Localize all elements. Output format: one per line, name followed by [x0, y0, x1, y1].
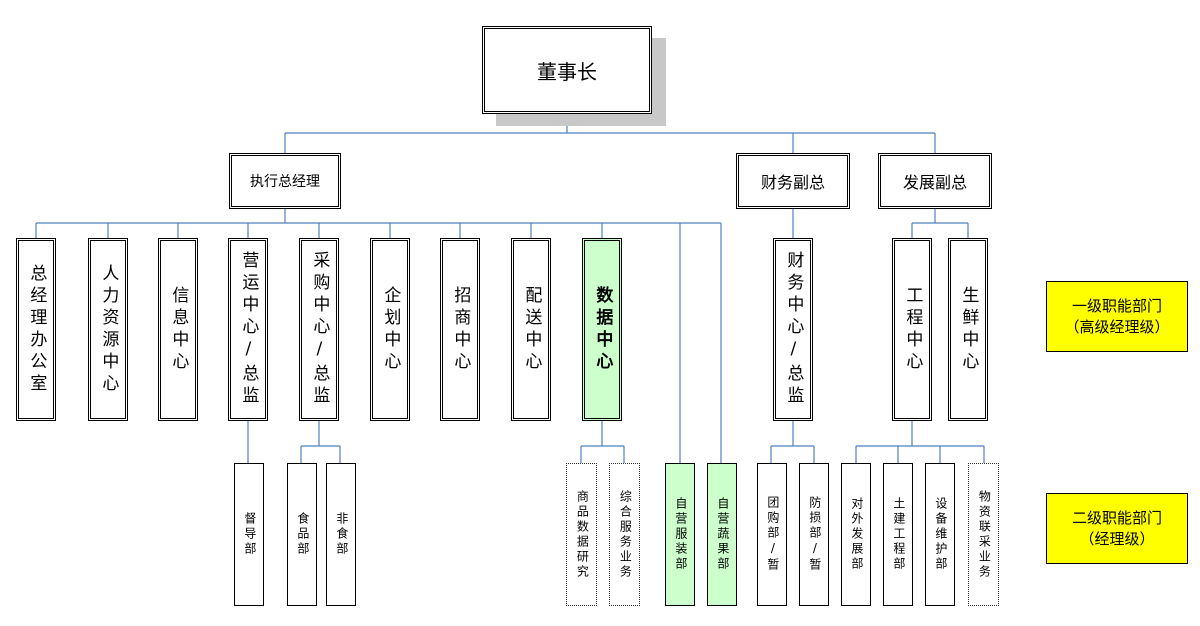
dept-purchasing-label: 采购中心/总监 [309, 251, 330, 408]
development-vp-box: 发展副总 [878, 153, 992, 209]
dept-data: 数据中心 [582, 238, 622, 421]
chairman-label: 董事长 [537, 59, 597, 84]
subdept-nonfood: 非食部 [326, 463, 356, 606]
dept-fresh-label: 生鲜中心 [958, 285, 979, 374]
subdept-property-label: 物资联采业务 [977, 489, 992, 580]
subdept-own-apparel-label: 自营服装部 [673, 497, 688, 572]
exec-gm-box: 执行总经理 [229, 153, 341, 209]
dept-purchasing: 采购中心/总监 [299, 238, 339, 421]
dept-leasing: 招商中心 [440, 238, 480, 421]
dept-operations: 营运中心/总监 [228, 238, 268, 421]
legend-level1: 一级职能部门 （高级经理级） [1046, 281, 1188, 352]
legend-level2: 二级职能部门 （经理级） [1046, 493, 1188, 564]
subdept-external-dev-label: 对外发展部 [849, 497, 864, 572]
subdept-product-data: 商品数据研究 [566, 463, 597, 606]
dept-finance-center: 财务中心/总监 [773, 238, 813, 421]
dept-distribution-label: 配送中心 [521, 285, 542, 374]
subdept-nonfood-label: 非食部 [334, 512, 349, 557]
dept-fresh: 生鲜中心 [948, 238, 988, 421]
dept-planning-label: 企划中心 [380, 285, 401, 374]
dept-distribution: 配送中心 [511, 238, 551, 421]
finance-vp-box: 财务副总 [736, 153, 850, 209]
dept-info-label: 信息中心 [168, 285, 189, 374]
subdept-external-dev: 对外发展部 [841, 463, 871, 606]
chairman-box: 董事长 [482, 26, 652, 114]
subdept-own-produce-label: 自营蔬果部 [715, 497, 730, 572]
subdept-integrated-services: 综合服务业务 [609, 463, 640, 606]
dept-general-office: 总经理办公室 [16, 238, 56, 421]
subdept-group-buying-label: 团购部/暂 [765, 496, 780, 573]
dept-leasing-label: 招商中心 [450, 285, 471, 374]
dept-engineering: 工程中心 [892, 238, 932, 421]
subdept-equipment: 设备维护部 [925, 463, 955, 606]
dept-finance-center-label: 财务中心/总监 [783, 251, 804, 408]
legend-level1-subtitle: （高级经理级） [1064, 317, 1170, 336]
dept-hr-label: 人力资源中心 [98, 263, 119, 396]
subdept-civil-eng-label: 土建工程部 [891, 497, 906, 572]
dept-engineering-label: 工程中心 [902, 285, 923, 374]
subdept-integrated-services-label: 综合服务业务 [618, 489, 633, 580]
legend-level2-subtitle: （经理级） [1079, 529, 1155, 548]
subdept-supervision: 督导部 [234, 463, 264, 606]
subdept-own-apparel: 自营服装部 [665, 463, 695, 606]
subdept-product-data-label: 商品数据研究 [575, 489, 590, 580]
subdept-supervision-label: 督导部 [242, 512, 257, 557]
dept-operations-label: 营运中心/总监 [238, 251, 259, 408]
subdept-property: 物资联采业务 [968, 463, 999, 606]
finance-vp-label: 财务副总 [760, 173, 825, 192]
exec-gm-label: 执行总经理 [250, 174, 320, 190]
dept-hr: 人力资源中心 [88, 238, 128, 421]
subdept-food: 食品部 [287, 463, 317, 606]
subdept-food-label: 食品部 [295, 512, 310, 557]
legend-level1-title: 一级职能部门 [1071, 297, 1162, 316]
subdept-civil-eng: 土建工程部 [883, 463, 913, 606]
subdept-loss-prevention-label: 防损部/暂 [807, 496, 822, 573]
dept-general-office-label: 总经理办公室 [26, 263, 47, 396]
dept-info: 信息中心 [158, 238, 198, 421]
legend-level2-title: 二级职能部门 [1071, 509, 1162, 528]
subdept-own-produce: 自营蔬果部 [707, 463, 737, 606]
subdept-group-buying: 团购部/暂 [757, 463, 787, 606]
dept-data-label: 数据中心 [592, 285, 613, 374]
dept-planning: 企划中心 [370, 238, 410, 421]
subdept-loss-prevention: 防损部/暂 [799, 463, 829, 606]
subdept-equipment-label: 设备维护部 [933, 497, 948, 572]
development-vp-label: 发展副总 [902, 173, 967, 192]
